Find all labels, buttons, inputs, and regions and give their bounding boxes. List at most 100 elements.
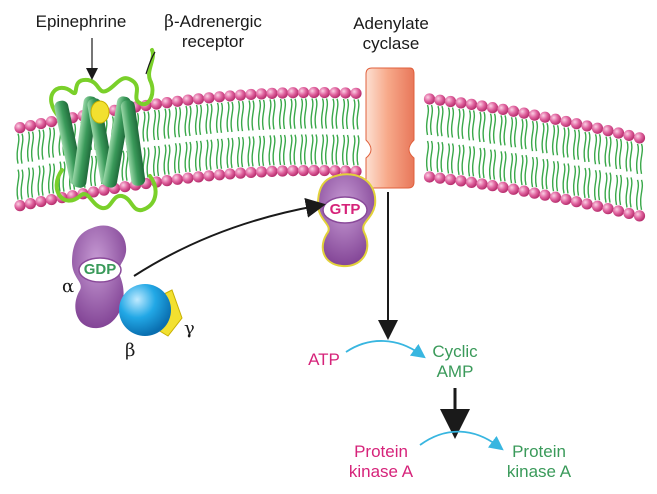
lipid-head <box>507 183 520 195</box>
lipid-tail <box>121 150 125 181</box>
lipid-tail <box>461 144 465 176</box>
lipid-tail <box>289 134 293 165</box>
lipid-tail <box>47 163 52 194</box>
receptor-helix-5 <box>120 100 146 186</box>
lipid-tail <box>310 134 314 165</box>
lipid-head <box>549 191 562 203</box>
lipid-head <box>276 87 289 99</box>
lipid-tail <box>541 158 545 190</box>
lipid-tail <box>240 136 245 168</box>
lipid-tail <box>639 143 644 175</box>
lipid-head <box>45 115 58 128</box>
lipid-tail <box>268 99 272 130</box>
lipid-tail <box>478 147 482 179</box>
lipid-tail <box>30 167 35 198</box>
lipid-tail <box>142 111 146 142</box>
lipid-head <box>266 165 278 177</box>
lipid-tail <box>604 172 608 203</box>
lipid-tail <box>226 137 230 169</box>
lipid-tail <box>251 100 255 131</box>
lipid-tail <box>30 131 35 162</box>
lipid-tail <box>639 179 644 211</box>
lipid-tail <box>278 98 283 130</box>
lipid-tail <box>587 131 591 163</box>
lipid-tail <box>503 115 507 146</box>
lipid-tail <box>583 131 587 163</box>
receptor-label-line2: receptor <box>181 32 245 51</box>
lipid-tail <box>247 100 251 131</box>
lipid-tail <box>177 107 182 138</box>
lipid-tail <box>356 135 360 166</box>
lipid-tail <box>236 100 241 132</box>
lipid-tail <box>488 113 493 144</box>
lipid-tail <box>341 134 346 166</box>
lipid-tail <box>37 129 41 160</box>
lipid-head <box>476 178 488 190</box>
lipid-head <box>539 111 551 123</box>
adenylate-line1: Adenylate <box>353 14 429 33</box>
lipid-head <box>350 87 362 99</box>
lipid-tail <box>471 146 476 177</box>
lipid-head <box>255 88 268 100</box>
lipid-tail <box>429 104 434 136</box>
lipid-head <box>507 105 520 117</box>
lipid-tail <box>576 129 581 160</box>
lipid-tail <box>534 120 539 152</box>
lipid-tail <box>440 105 444 137</box>
lipid-tail <box>450 143 455 174</box>
lipid-head <box>423 171 436 183</box>
lipid-tail <box>257 135 262 167</box>
lipid-head <box>476 100 488 112</box>
lipid-tail <box>572 165 577 196</box>
lipid-head <box>497 181 509 194</box>
lipid-head <box>633 210 646 222</box>
lipid-head <box>35 195 47 208</box>
lipid-head <box>591 122 604 134</box>
lipid-tail <box>299 134 304 165</box>
lipid-head <box>287 87 299 99</box>
lipid-tail <box>289 98 293 129</box>
lipid-head <box>182 172 194 184</box>
lipid-tail <box>320 98 325 129</box>
lipid-tail <box>41 129 45 160</box>
lipid-tail <box>282 134 287 166</box>
lipid-tail <box>576 165 581 196</box>
lipid-head <box>203 170 215 182</box>
lipid-tail <box>446 143 451 174</box>
cell-membrane <box>14 86 646 222</box>
lipid-tail <box>551 161 556 192</box>
epinephrine-label: Epinephrine <box>35 12 127 31</box>
lipid-tail <box>341 98 346 130</box>
lipid-tail <box>236 136 241 168</box>
lipid-tail <box>457 108 461 140</box>
lipid-head <box>224 168 236 180</box>
lipid-tail <box>89 155 94 187</box>
receptor-pointer <box>145 51 156 75</box>
lipid-tail <box>156 145 161 177</box>
lipid-tail <box>587 167 591 199</box>
lipid-tail <box>219 138 224 169</box>
pka-out-line1: Protein <box>512 442 566 461</box>
lipid-head <box>276 165 289 177</box>
lipid-tail <box>614 174 619 206</box>
lipid-tail <box>520 154 524 186</box>
lipid-tail <box>597 170 602 201</box>
lipid-tail <box>492 113 497 144</box>
lipid-head <box>612 127 625 139</box>
lipid-head <box>224 90 236 102</box>
lipid-tail <box>230 137 234 169</box>
lipid-head <box>35 117 47 130</box>
lipid-tail <box>545 122 549 154</box>
lipid-head <box>560 115 572 128</box>
lipid-tail <box>215 138 220 169</box>
lipid-tail <box>593 134 598 165</box>
lipid-tail <box>625 177 629 208</box>
lipid-tail <box>20 133 24 164</box>
lipid-tail <box>226 101 230 133</box>
atp-conversion-arrow <box>345 340 426 359</box>
lipid-head <box>161 97 173 109</box>
lipid-tail <box>513 152 518 184</box>
lipid-tail <box>314 134 318 165</box>
lipid-tail <box>608 172 612 203</box>
